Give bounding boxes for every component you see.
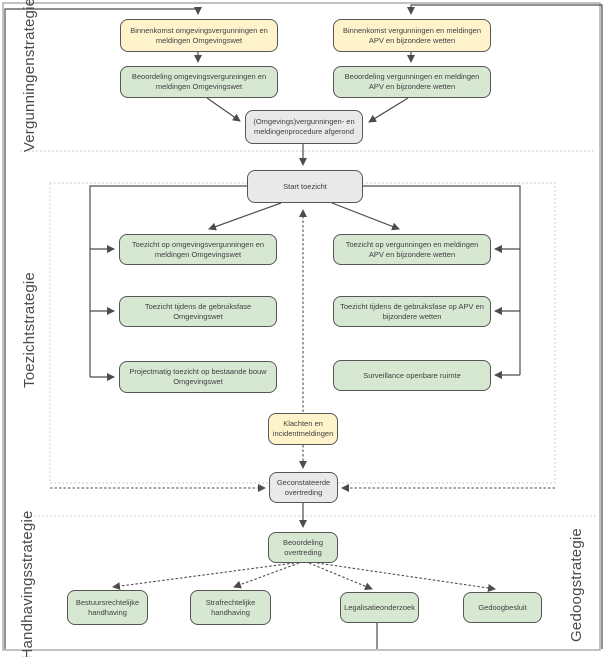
node-binnenkomst-omgevingswet: Binnenkomst omgevingsvergunningen en mel… [120, 19, 278, 52]
node-binnenkomst-apv: Binnenkomst vergunningen en meldingen AP… [333, 19, 491, 52]
node-bestuursrechtelijke-handhaving: Bestuursrechtelijke handhaving [67, 590, 148, 625]
section-label-handhavingsstrategie: Handhavingsstrategie [19, 510, 36, 657]
node-beoordeling-overtreding: Beoordeling overtreding [268, 532, 338, 563]
node-toezicht-gebruiksfase-omgevingswet: Toezicht tijdens de gebruiksfase Omgevin… [119, 296, 277, 327]
edge-loop-left-to-binnenkomst-ow [4, 7, 202, 649]
edge-start-toezicht-left-rail [89, 185, 247, 377]
node-gedoogbesluit: Gedoogbesluit [463, 592, 542, 623]
node-toezicht-apv: Toezicht op vergunningen en meldingen AP… [333, 234, 491, 265]
node-procedure-afgerond: (Omgevings)vergunningen- en meldingenpro… [245, 110, 363, 144]
edge-loop-right-to-binnenkomst-apv [407, 4, 603, 649]
section-label-toezichtstrategie: Toezichtstrategie [21, 272, 38, 388]
node-toezicht-omgevingswet: Toezicht op omgevingsvergunningen en mel… [119, 234, 277, 265]
node-projectmatig-toezicht: Projectmatig toezicht op bestaande bouw … [119, 361, 277, 393]
edge-beoordeling-ow-to-procedure [206, 97, 241, 122]
edge-beoordeling-to-gedoogbesluit [316, 562, 496, 592]
node-toezicht-gebruiksfase-apv: Toezicht tijdens de gebruiksfase op APV … [333, 296, 491, 327]
node-surveillance: Surveillance openbare ruimte [333, 360, 491, 391]
edge-beoordeling-apv-to-procedure [368, 97, 409, 123]
node-strafrechtelijke-handhaving: Strafrechtelijke handhaving [190, 590, 271, 625]
diagram-frame [2, 2, 601, 651]
node-beoordeling-omgevingswet: Beoordeling omgevingsvergunningen en mel… [120, 66, 278, 98]
node-klachten: Klachten en incidentmeldingen [268, 413, 338, 445]
edge-beoordeling-to-legalisatie [308, 562, 373, 591]
edge-start-toezicht-to-toezicht-ow [208, 202, 282, 231]
edge-start-toezicht-right-rail [363, 185, 521, 375]
node-start-toezicht: Start toezicht [247, 170, 363, 203]
edge-beoordeling-to-bestuursrechtelijk [112, 562, 295, 591]
section-label-vergunningenstrategie: Vergunningenstrategie [21, 0, 38, 153]
section-label-gedoogstrategie: Gedoogstrategie [568, 528, 585, 642]
node-beoordeling-apv: Beoordeling vergunningen en meldingen AP… [333, 66, 491, 98]
node-geconstateerde-overtreding: Geconstateerde overtreding [269, 472, 338, 503]
node-legalisatieonderzoek: Legalisatieonderzoek [340, 592, 419, 623]
edge-start-toezicht-to-toezicht-apv [331, 202, 400, 231]
